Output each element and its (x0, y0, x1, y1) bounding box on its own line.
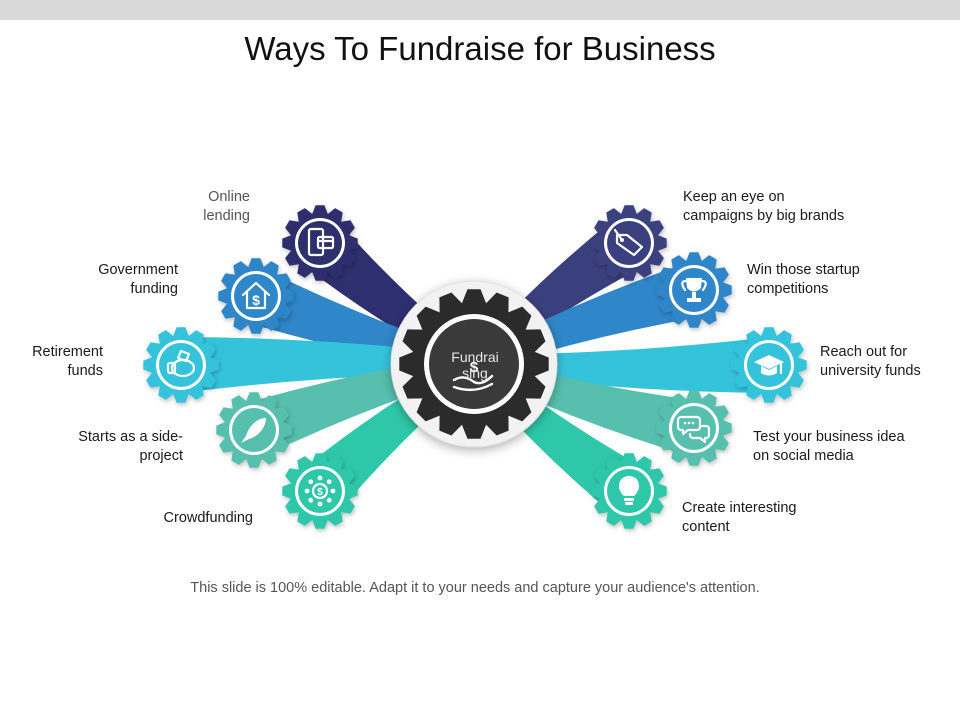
label-retirement-funds: Retirement funds (32, 344, 103, 379)
center-gear: $ (390, 280, 558, 448)
label-crowdfunding: Crowdfunding (163, 510, 253, 526)
mobile-payment-icon (307, 227, 335, 257)
label-startup-competitions: Win those startup competitions (747, 262, 860, 297)
slide-title: Ways To Fundraise for Business (244, 30, 716, 67)
label-side-project: Starts as a side- project (78, 429, 183, 464)
piggy-bank-icon (166, 349, 196, 378)
top-bar (0, 0, 960, 20)
svg-text:$: $ (252, 292, 260, 308)
crowd-dollar-icon: $ (304, 475, 336, 507)
left-gear-1 (282, 205, 358, 281)
graduation-cap-icon (754, 355, 784, 376)
label-big-brands: Keep an eye on campaigns by big brands (683, 189, 845, 224)
label-online-lending: Online lending (203, 189, 250, 224)
right-gear-5 (591, 453, 667, 529)
left-gear-4 (216, 392, 292, 468)
chat-bubbles-icon (676, 415, 711, 444)
label-university-funds: Reach out for university funds (820, 344, 921, 379)
right-gear-2 (656, 252, 732, 328)
label-interesting-content: Create interesting content (682, 500, 797, 535)
right-gear-3 (731, 327, 807, 403)
left-gear-3 (143, 327, 219, 403)
right-gear-4 (656, 390, 732, 466)
left-gear-5: $ (282, 453, 358, 529)
footer-note: This slide is 100% editable. Adapt it to… (190, 580, 760, 596)
rocket-icon (241, 418, 266, 443)
light-bulb-icon (618, 476, 640, 505)
left-gear-2: $ (218, 258, 294, 334)
svg-text:$: $ (317, 487, 323, 498)
dollar-house-icon: $ (241, 281, 271, 310)
center-label: Fundrai sing (451, 349, 499, 381)
svg-text:$: $ (470, 359, 479, 376)
label-government-funding: Government funding (98, 262, 178, 297)
price-tag-icon (613, 228, 644, 257)
right-gear-1 (591, 205, 667, 281)
trophy-icon (681, 278, 707, 302)
dollar-hand-icon: $ (452, 359, 494, 392)
label-social-media: Test your business idea on social media (753, 429, 905, 464)
